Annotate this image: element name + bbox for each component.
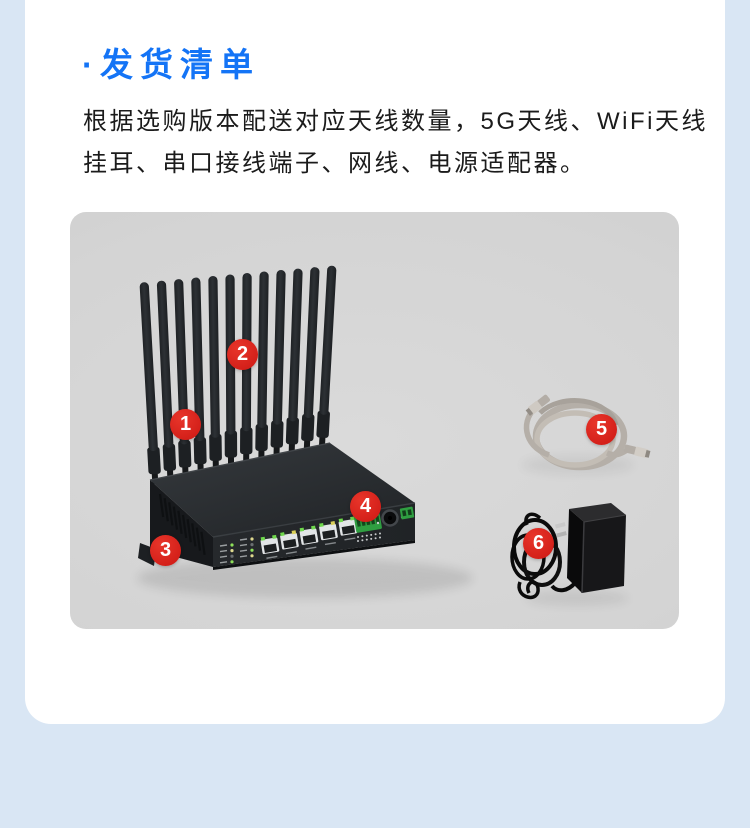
rj45-connector xyxy=(623,444,651,458)
callout-badge-2: 2 xyxy=(227,339,258,370)
power-adapter xyxy=(510,503,627,600)
rj45-port xyxy=(280,530,299,555)
rj45-connector xyxy=(525,394,550,416)
callout-badge-4: 4 xyxy=(350,491,381,522)
antenna xyxy=(208,276,222,471)
antenna xyxy=(174,279,192,478)
antenna xyxy=(156,280,177,481)
antenna xyxy=(316,265,337,448)
description-line-1: 根据选购版本配送对应天线数量，5G天线、WiFi天线 xyxy=(83,108,708,135)
ethernet-ports xyxy=(260,516,358,559)
rj45-port xyxy=(319,521,338,546)
callout-badge-5: 5 xyxy=(586,414,617,445)
callout-badge-3: 3 xyxy=(150,535,181,566)
power-terminal-2pin xyxy=(399,506,415,520)
antenna xyxy=(255,271,269,461)
product-illustration xyxy=(137,265,651,606)
led-indicators xyxy=(219,537,254,564)
rj45-port xyxy=(338,516,358,541)
product-figure-panel: 1 2 3 4 5 6 xyxy=(70,212,679,629)
antenna xyxy=(285,268,303,455)
antenna-array xyxy=(139,265,337,485)
section-title: ·发货清单 xyxy=(82,46,260,83)
terminal-labels xyxy=(357,532,381,542)
rj45-port xyxy=(299,525,319,550)
content-card: ·发货清单 根据选购版本配送对应天线数量，5G天线、WiFi天线 挂耳、串口接线… xyxy=(25,0,725,724)
antenna xyxy=(270,270,286,458)
antenna xyxy=(191,277,207,475)
antenna xyxy=(139,282,161,485)
antenna xyxy=(224,274,238,468)
dc-jack xyxy=(376,509,404,527)
callout-badge-6: 6 xyxy=(523,528,554,559)
description-line-2: 挂耳、串口接线端子、网线、电源适配器。 xyxy=(83,150,587,177)
rj45-port xyxy=(260,534,280,559)
callout-badge-1: 1 xyxy=(170,409,201,440)
plug-prongs xyxy=(554,522,567,538)
